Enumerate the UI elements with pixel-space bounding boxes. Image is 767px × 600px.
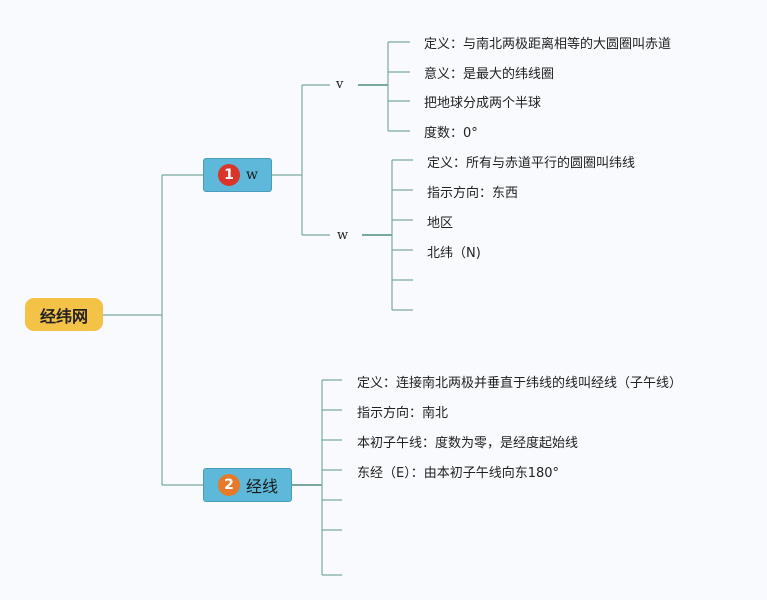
subnode-w[interactable]: w xyxy=(337,228,349,243)
branch-node-2[interactable]: 2 经线 xyxy=(203,468,292,502)
leaf-w-1[interactable]: 定义：所有与赤道平行的圆圈叫纬线 xyxy=(427,156,636,171)
connector-sub-w-leaves xyxy=(391,159,413,311)
leaf-w-3[interactable]: 地区 xyxy=(427,216,454,231)
leaf-w-2[interactable]: 指示方向：东西 xyxy=(427,186,519,201)
leaf-b2-4[interactable]: 东经（E）：由本初子午线向东180° xyxy=(357,466,560,481)
branch-label-1: w xyxy=(246,167,258,183)
badge-number-2: 2 xyxy=(218,474,240,496)
connector-sub-v-leaves xyxy=(387,41,410,132)
connector-branch2-leaves xyxy=(321,379,342,576)
root-label: 经纬网 xyxy=(39,306,88,326)
branch-label-2: 经线 xyxy=(246,477,279,496)
leaf-b2-1[interactable]: 定义：连接南北两极并垂直于纬线的线叫经线（子午线） xyxy=(357,376,683,391)
connector-root-trunk xyxy=(103,174,203,486)
leaf-v-1[interactable]: 定义：与南北两极距离相等的大圆圈叫赤道 xyxy=(424,37,672,52)
badge-number-1: 1 xyxy=(218,164,240,186)
connector-branch1 xyxy=(272,84,330,236)
leaf-b2-2[interactable]: 指示方向：南北 xyxy=(357,406,449,421)
leaf-b2-3[interactable]: 本初子午线：度数为零，是经度起始线 xyxy=(357,436,579,451)
leaf-v-3[interactable]: 把地球分成两个半球 xyxy=(424,96,542,111)
leaf-v-4[interactable]: 度数：0° xyxy=(424,126,478,141)
leaf-w-4[interactable]: 北纬（N) xyxy=(427,246,481,261)
subnode-v[interactable]: v xyxy=(336,77,344,92)
branch-node-1[interactable]: 1 w xyxy=(203,158,272,192)
leaf-v-2[interactable]: 意义：是最大的纬线圈 xyxy=(424,67,555,82)
root-node[interactable]: 经纬网 xyxy=(25,298,103,331)
